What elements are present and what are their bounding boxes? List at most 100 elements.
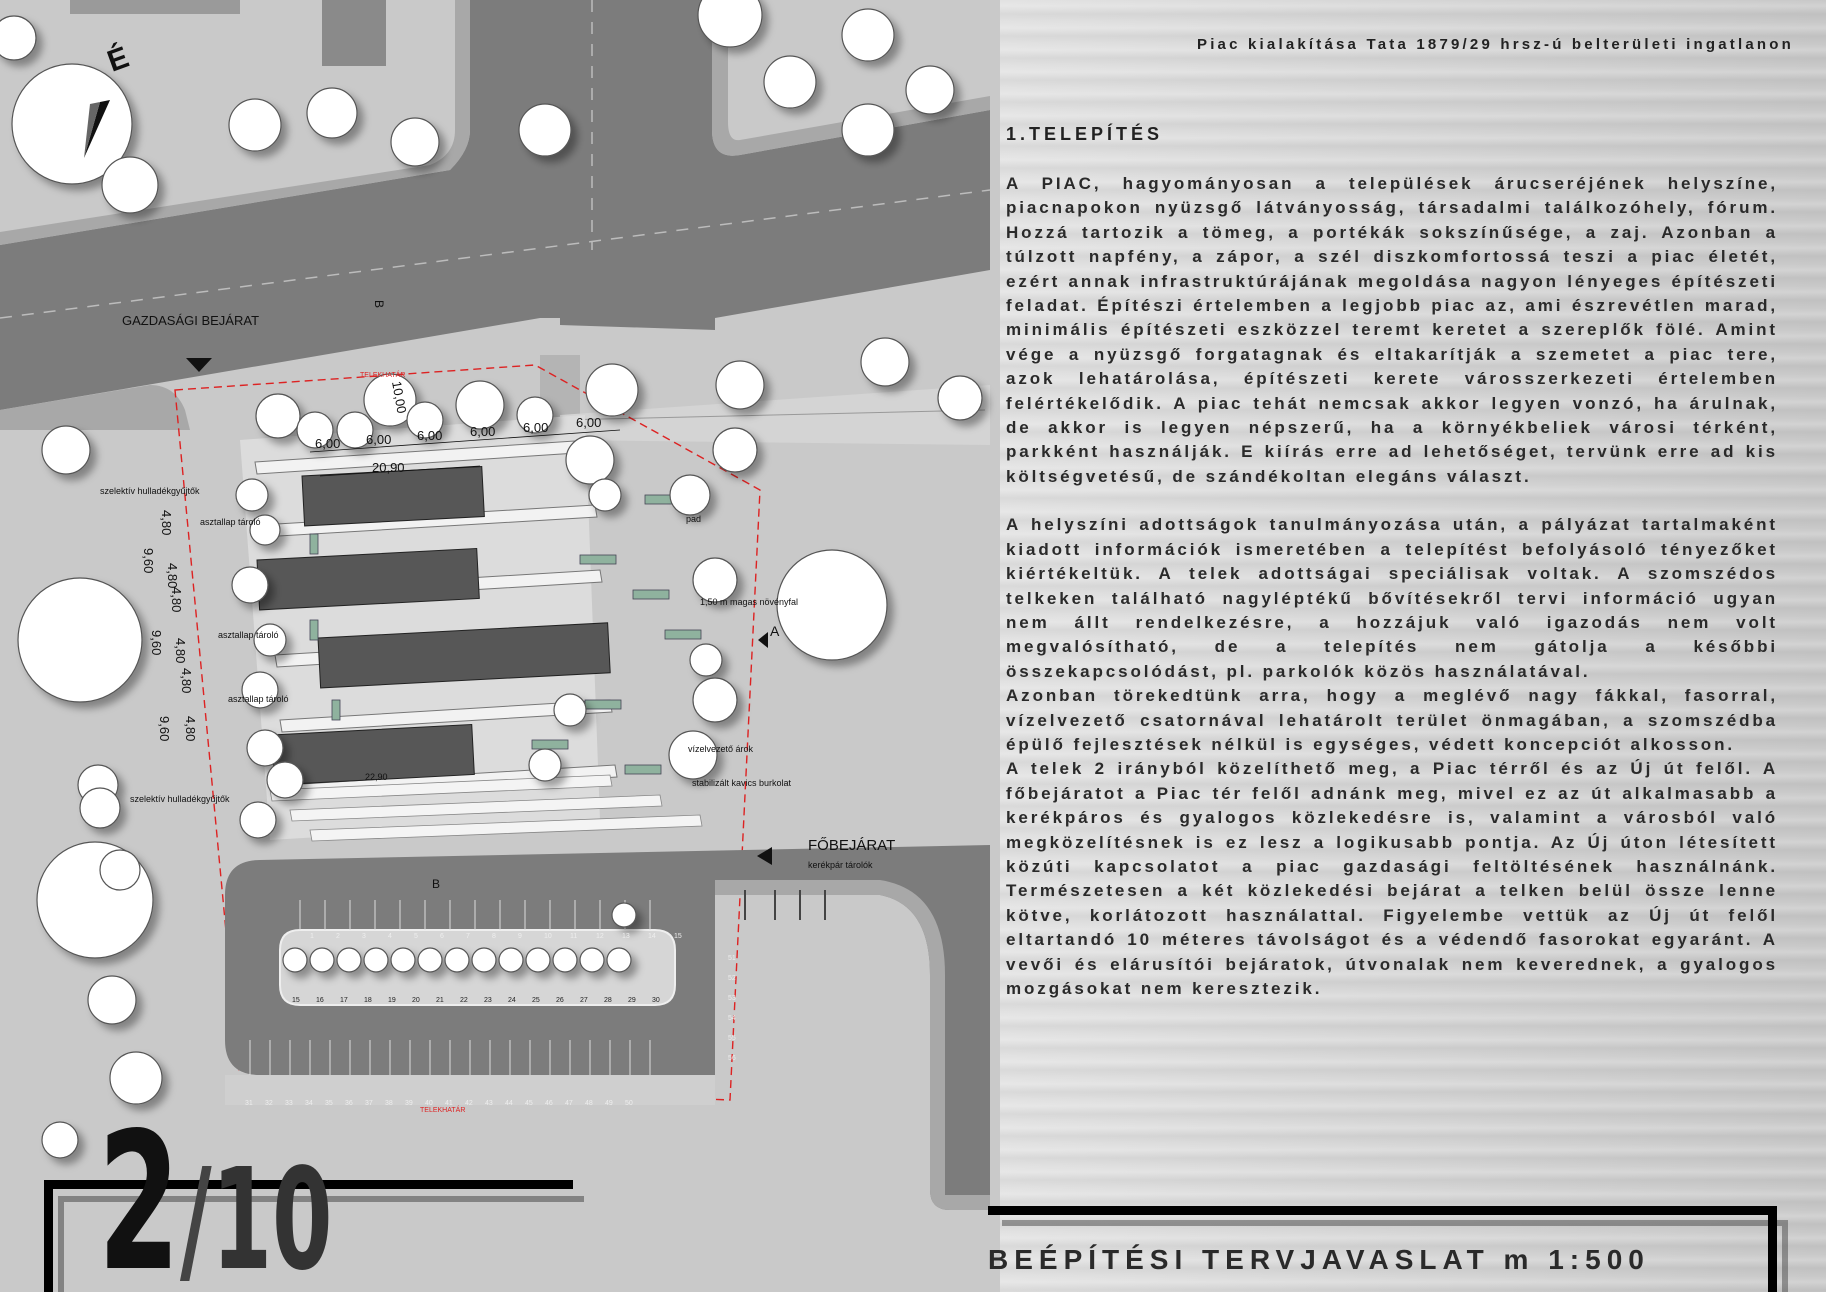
parking-number: 9	[518, 933, 522, 940]
parking-number: 24	[508, 997, 516, 1004]
parking-number: 2	[336, 933, 340, 940]
parking-number: 52	[728, 975, 736, 982]
bike-racks	[744, 890, 826, 920]
parking-number: 46	[545, 1100, 553, 1107]
page-separator: /	[179, 1139, 212, 1292]
label-telekhatar-top: TELEKHATÁR	[360, 370, 405, 379]
parking-number: 48	[585, 1100, 593, 1107]
parking-number: 21	[436, 997, 444, 1004]
dim-6-00: 6,00	[523, 420, 548, 435]
parking-number: 29	[628, 997, 636, 1004]
building-block	[70, 0, 240, 14]
label-pad: pad	[686, 514, 701, 524]
section-a-marker: A	[770, 623, 780, 639]
label-kavics: stabilizált kavics burkolat	[692, 778, 792, 788]
label-fobejarat: FŐBEJÁRAT	[808, 837, 895, 854]
parking-number: 26	[556, 997, 564, 1004]
paragraph: A telek 2 irányból közelíthető meg, a Pi…	[1006, 759, 1778, 998]
dim-9-60: 9,60	[149, 630, 164, 655]
parking-number: 15	[292, 997, 300, 1004]
parking-number: 8	[492, 933, 496, 940]
parking-number: 47	[565, 1100, 573, 1107]
frame-decoration	[988, 1206, 1777, 1292]
parking-number: 40	[425, 1100, 433, 1107]
parking-number: 1	[310, 933, 314, 940]
section-b-marker-top: B	[372, 300, 386, 308]
parking-number: 14	[648, 933, 656, 940]
page-total: 10	[211, 1139, 333, 1292]
dim-4-80: 4,80	[169, 587, 184, 612]
dim-6-00: 6,00	[470, 424, 495, 439]
parking-number: 43	[485, 1100, 493, 1107]
label-gazdasagi-bejarat: GAZDASÁGI BEJÁRAT	[122, 313, 259, 328]
paragraph: Azonban törekedtünk arra, hogy a meglévő…	[1006, 686, 1778, 754]
dim-6-00: 6,00	[417, 428, 442, 443]
parking-number: 27	[580, 997, 588, 1004]
parking-number: 49	[605, 1100, 613, 1107]
parking-number: 55	[728, 1035, 736, 1042]
parking-number: 51	[728, 955, 736, 962]
parking-number: 30	[652, 997, 660, 1004]
parking-number: 28	[604, 997, 612, 1004]
dim-6-00: 6,00	[315, 436, 340, 451]
parking-number: 22	[460, 997, 468, 1004]
label-novenyfal: 1,50 m magas növényfal	[700, 597, 798, 607]
dim-9-60: 9,60	[141, 548, 156, 573]
parking-number: 20	[412, 997, 420, 1004]
parking-number: 32	[265, 1100, 273, 1107]
parking-number: 53	[728, 995, 736, 1002]
label-asztallap-3: asztallap tároló	[228, 694, 289, 704]
site-plan: É GAZDASÁGI BEJÁRAT FŐBEJÁRAT TELEKHATÁR…	[0, 0, 1000, 1292]
label-szelektiv-top: szelektív hulladékgyűjtők	[100, 486, 200, 496]
dim-4-80: 4,80	[179, 668, 194, 693]
dim-6-00: 6,00	[366, 432, 391, 447]
label-asztallap-2: asztallap tároló	[218, 630, 279, 640]
parking-number: 38	[385, 1100, 393, 1107]
paragraph: A PIAC, hagyományosan a települések áruc…	[1006, 174, 1778, 486]
parking-number: 10	[544, 933, 552, 940]
label-asztallap-1: asztallap tároló	[200, 517, 261, 527]
parking-number: 36	[345, 1100, 353, 1107]
dim-6-00: 6,00	[576, 415, 601, 430]
trees	[0, 0, 983, 1159]
dim-4-80: 4,80	[165, 563, 180, 588]
road	[0, 0, 990, 410]
parking-number: 17	[340, 997, 348, 1004]
frame-decoration	[44, 1180, 573, 1292]
project-title: Piac kialakítása Tata 1879/29 hrsz-ú bel…	[1196, 36, 1794, 53]
parking-number: 13	[622, 933, 630, 940]
parking-number: 15	[674, 933, 682, 940]
north-arrow-icon	[84, 100, 110, 158]
parking-number: 33	[285, 1100, 293, 1107]
parking-number: 5	[414, 933, 418, 940]
label-kerekpar: kerékpár tárolók	[808, 860, 873, 870]
dim-22-90: 22,90	[365, 772, 388, 782]
parking-number: 4	[388, 933, 392, 940]
parking-number: 41	[445, 1100, 453, 1107]
parking-number: 7	[466, 933, 470, 940]
dim-9-60: 9,60	[157, 716, 172, 741]
parking-number: 18	[364, 997, 372, 1004]
parking-number: 54	[728, 1015, 736, 1022]
main-entrance-arrow-icon	[757, 847, 772, 865]
parking-number: 31	[245, 1100, 253, 1107]
parking-number: 34	[305, 1100, 313, 1107]
frame-decoration	[58, 1196, 584, 1292]
parking-number: 44	[505, 1100, 513, 1107]
parking-number: 19	[388, 997, 396, 1004]
label-vizelvezeto: vízelvezető árok	[688, 744, 754, 754]
parking-number: 35	[325, 1100, 333, 1107]
sheet-title: BEÉPÍTÉSI TERVJAVASLAT m 1:500	[988, 1244, 1650, 1275]
label-szelektiv-bottom: szelektív hulladékgyűjtők	[130, 794, 230, 804]
parking-number: 50	[625, 1100, 633, 1107]
dim-4-80: 4,80	[173, 638, 188, 663]
parking-number: 3	[362, 933, 366, 940]
parking-number: 45	[525, 1100, 533, 1107]
section-b-marker-bottom: B	[432, 877, 440, 891]
parking-number: 23	[484, 997, 492, 1004]
